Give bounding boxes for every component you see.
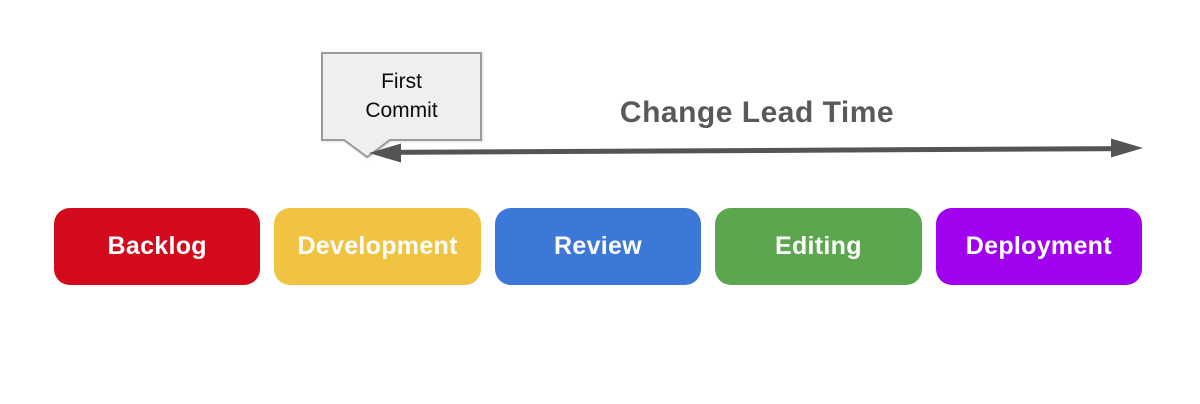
stage-editing: Editing	[715, 208, 922, 285]
lead-time-arrow-line	[384, 146, 1126, 155]
stage-backlog: Backlog	[54, 208, 261, 285]
pipeline-stages-row: Backlog Development Review Editing Deplo…	[54, 208, 1143, 285]
stage-development: Development	[274, 208, 481, 285]
callout-bubble	[321, 52, 482, 159]
first-commit-label: First Commit	[365, 70, 438, 122]
lead-time-arrowhead-left-icon	[369, 143, 401, 163]
lead-time-arrowhead-right-icon	[1111, 138, 1143, 158]
change-lead-time-label: Change Lead Time	[619, 96, 895, 129]
stage-review: Review	[494, 208, 702, 285]
lead-time-arrow	[369, 138, 1143, 163]
stage-deployment: Deployment	[935, 208, 1143, 285]
